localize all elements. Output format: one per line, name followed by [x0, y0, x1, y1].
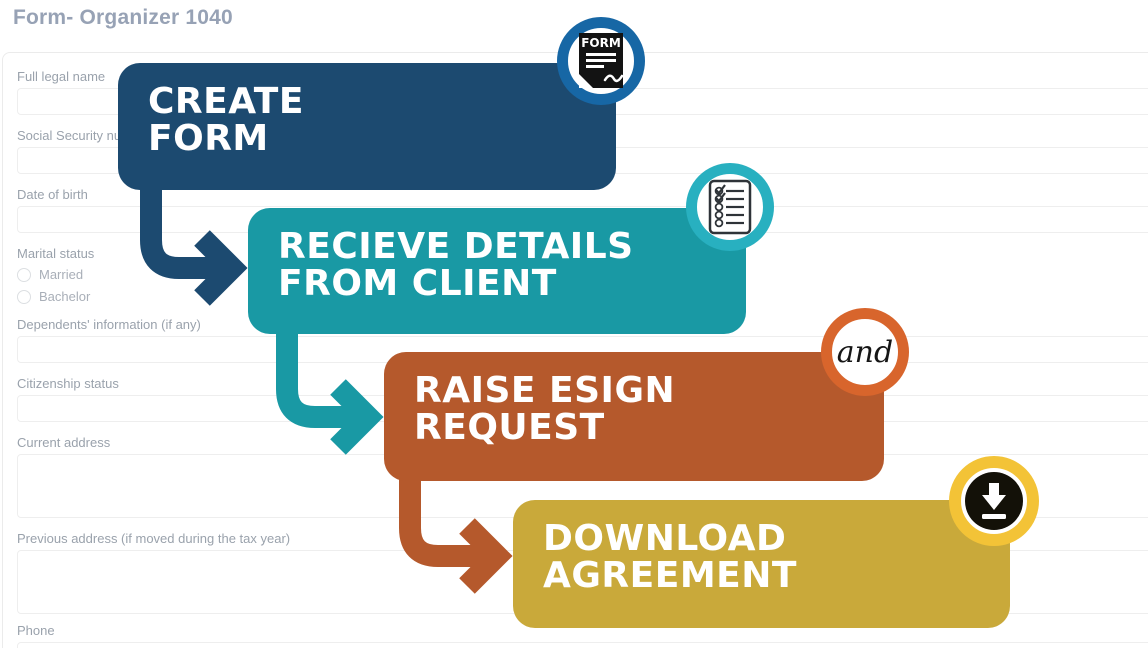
step-raise-esign-request: RAISE ESIGN REQUEST [384, 352, 884, 481]
radio-option-married[interactable]: Married [17, 265, 1148, 284]
step-label: RECIEVE DETAILS FROM CLIENT [278, 226, 634, 304]
step-receive-details: RECIEVE DETAILS FROM CLIENT [248, 208, 746, 334]
dependents-information-input[interactable] [17, 336, 1148, 363]
radio-option-bachelor[interactable]: Bachelor [17, 287, 1148, 306]
field-label: Current address [17, 435, 111, 450]
step-create-form: CREATE FORM [118, 63, 616, 190]
page-title: Form- Organizer 1040 [13, 6, 233, 29]
field-dependents-information: Dependents' information (if any) [17, 317, 1148, 363]
field-label: Full legal name [17, 69, 106, 84]
field-label: Phone [17, 623, 55, 638]
step-download-agreement: DOWNLOAD AGREEMENT [513, 500, 1010, 628]
field-label: Previous address (if moved during the ta… [17, 531, 291, 546]
radio-icon[interactable] [17, 267, 31, 282]
field-phone: Phone [17, 623, 1148, 648]
phone-input[interactable] [17, 642, 1148, 648]
step-label: RAISE ESIGN REQUEST [414, 370, 676, 448]
radio-label: Bachelor [39, 289, 91, 304]
field-label: Marital status [17, 246, 95, 261]
svg-text:FORM: FORM [581, 36, 621, 50]
radio-icon[interactable] [17, 289, 31, 304]
radio-label: Married [39, 267, 84, 282]
field-label: Dependents' information (if any) [17, 317, 201, 332]
field-marital-status: Marital status Married Bachelor [17, 246, 1148, 306]
field-label: Date of birth [17, 187, 88, 202]
field-label: Social Security number [17, 128, 151, 143]
step-label: DOWNLOAD AGREEMENT [543, 518, 797, 596]
field-label: Citizenship status [17, 376, 119, 391]
step-label: CREATE FORM [148, 81, 304, 159]
